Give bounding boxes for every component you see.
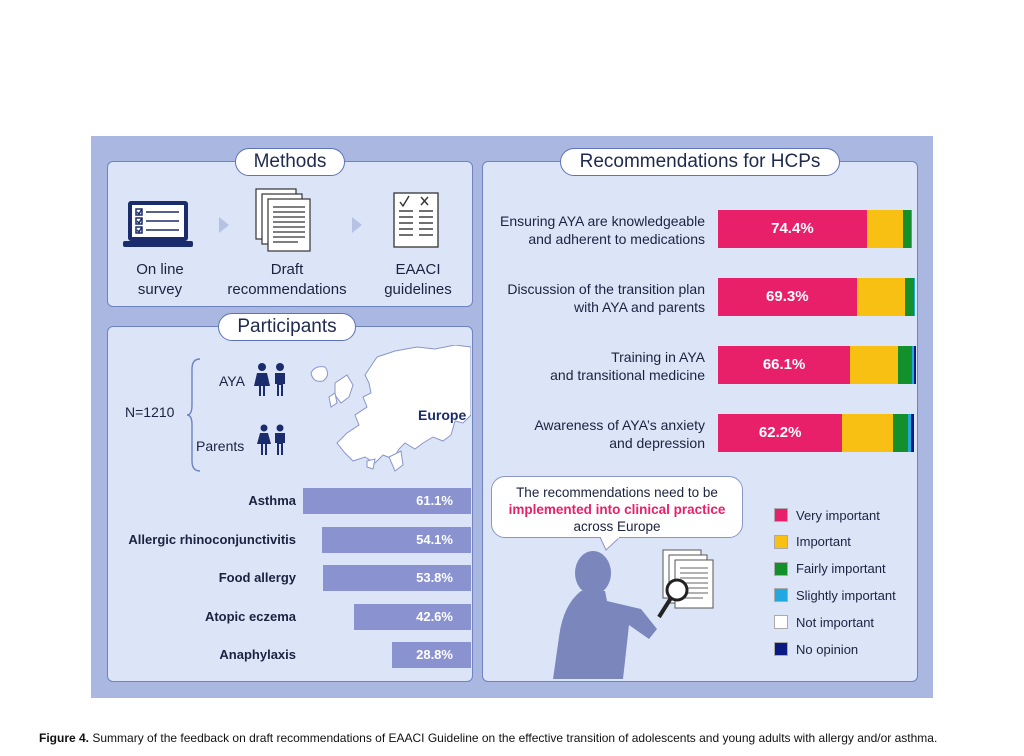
group-brace xyxy=(186,358,201,472)
recommendation-bar xyxy=(718,414,916,452)
document-stack-icon xyxy=(255,188,311,252)
recommendation-pct: 74.4% xyxy=(771,220,814,237)
condition-bar: 42.6% xyxy=(353,603,471,630)
legend-item: Very important xyxy=(774,507,880,523)
condition-bar: 53.8% xyxy=(323,565,471,591)
condition-pct: 61.1% xyxy=(416,493,453,508)
bar-segment xyxy=(718,210,867,248)
legend-label: Not important xyxy=(796,614,875,630)
bubble-line-1: The recommendations need to be xyxy=(516,485,718,500)
bar-segment xyxy=(718,278,857,316)
parents-people-icon xyxy=(257,424,285,455)
recommendation-bar xyxy=(718,346,916,384)
recommendation-pct: 62.2% xyxy=(758,424,802,441)
legend-swatch xyxy=(774,615,788,630)
condition-bar: 28.8% xyxy=(391,642,471,668)
bar-segment xyxy=(913,346,916,384)
condition-label: Atopic eczema xyxy=(204,608,296,624)
europe-map xyxy=(310,345,471,472)
bar-segment xyxy=(842,414,894,452)
recommendation-label: Discussion of the transition plan with A… xyxy=(507,281,705,315)
legend-item: No opinion xyxy=(774,641,858,657)
recommendations-title: Recommendations for HCPs xyxy=(560,148,840,176)
recommendation-bar xyxy=(718,278,916,316)
bar-segment xyxy=(718,414,843,452)
condition-pct: 53.8% xyxy=(416,570,453,585)
condition-pct: 42.6% xyxy=(416,608,453,624)
bubble-line-3: across Europe xyxy=(573,519,661,534)
caption-label: Figure 4. xyxy=(39,731,90,745)
method-label-draft: Draft recommendations xyxy=(227,261,347,298)
group-label-parents: Parents xyxy=(196,438,245,454)
arrow-icon xyxy=(219,217,229,233)
recommendation-pct: 66.1% xyxy=(762,356,806,373)
recommendation-pct: 69.3% xyxy=(766,288,809,305)
recommendation-label: Training in AYA and transitional medicin… xyxy=(550,349,705,383)
legend-swatch xyxy=(774,642,788,656)
legend-label: Fairly important xyxy=(796,561,886,577)
method-label-guidelines: EAACI guidelines xyxy=(384,261,452,298)
bubble-tail xyxy=(600,537,620,551)
bar-segment xyxy=(902,210,911,248)
legend-item: Fairly important xyxy=(774,561,886,577)
condition-pct: 28.8% xyxy=(416,647,453,662)
caption-text: Summary of the feedback on draft recomme… xyxy=(89,731,938,745)
methods-title: Methods xyxy=(235,148,345,176)
legend-item: Not important xyxy=(774,614,874,630)
condition-label: Food allergy xyxy=(218,570,296,585)
legend-item: Slightly important xyxy=(774,587,896,603)
bubble-highlight: implemented into clinical practice xyxy=(508,502,726,517)
condition-label: Anaphylaxis xyxy=(219,647,296,662)
bar-segment xyxy=(904,278,914,316)
legend-swatch xyxy=(774,561,788,576)
bar-segment xyxy=(913,278,915,316)
legend-swatch xyxy=(774,588,788,603)
condition-label: Allergic rhinoconjunctivitis xyxy=(128,531,296,547)
figure-caption: Figure 4. Summary of the feedback on dra… xyxy=(39,731,937,745)
group-label-aya: AYA xyxy=(219,373,245,389)
condition-bar: 54.1% xyxy=(322,526,471,553)
region-label: Europe xyxy=(418,407,467,423)
legend-label: Slightly important xyxy=(796,587,896,603)
bar-segment xyxy=(898,346,913,384)
legend-label: No opinion xyxy=(796,641,859,657)
bar-segment xyxy=(910,414,914,452)
legend-item: Important xyxy=(774,534,851,550)
recommendation-label: Ensuring AYA are knowledgeable and adher… xyxy=(500,213,705,247)
bar-segment xyxy=(908,414,911,452)
participants-count: N=1210 xyxy=(125,404,175,420)
arrow-icon xyxy=(352,217,362,233)
bar-segment xyxy=(912,346,914,384)
condition-bar: 61.1% xyxy=(302,488,471,514)
legend-swatch xyxy=(774,534,788,549)
condition-label: Asthma xyxy=(248,493,296,508)
person-reading-icon xyxy=(553,549,714,679)
bar-segment xyxy=(850,346,899,384)
bar-segment xyxy=(893,414,909,452)
condition-pct: 54.1% xyxy=(416,531,453,547)
bar-segment xyxy=(718,346,851,384)
speech-bubble: The recommendations need to be implement… xyxy=(491,476,743,538)
legend-swatch xyxy=(774,508,788,522)
bar-segment xyxy=(866,210,903,248)
bar-segment xyxy=(910,210,912,248)
recommendation-label: Awareness of AYA’s anxiety and depressio… xyxy=(534,417,705,451)
laptop-survey-icon xyxy=(123,201,193,247)
bar-segment xyxy=(856,278,905,316)
participants-title: Participants xyxy=(218,313,356,341)
recommendation-bar xyxy=(718,210,916,248)
legend-label: Important xyxy=(796,534,851,550)
aya-people-icon xyxy=(254,363,285,396)
method-label-survey: On line survey xyxy=(136,261,184,298)
checklist-icon xyxy=(393,192,439,248)
legend-label: Very important xyxy=(796,507,880,523)
